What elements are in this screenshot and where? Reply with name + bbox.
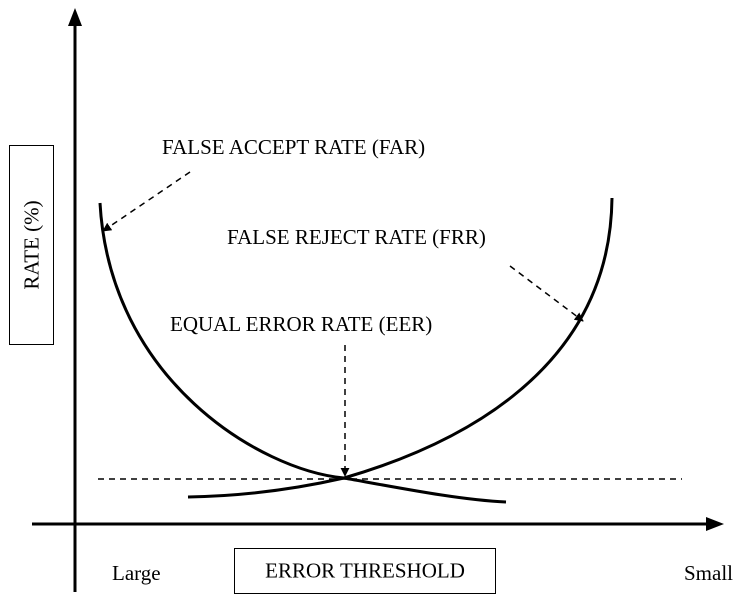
frr-label: FALSE REJECT RATE (FRR) <box>227 225 486 249</box>
y-axis-label-box: RATE (%) <box>9 145 54 345</box>
far-pointer-arrow <box>102 171 191 232</box>
x-axis-arrowhead <box>706 517 724 531</box>
x-axis-label-box: ERROR THRESHOLD <box>234 548 496 594</box>
eer-label: EQUAL ERROR RATE (EER) <box>170 312 433 336</box>
y-axis-label: RATE (%) <box>19 200 43 290</box>
x-axis-right-label: Small <box>684 561 734 585</box>
x-axis-left-label: Large <box>112 561 161 585</box>
frr-pointer-arrow <box>509 265 584 322</box>
y-axis-arrowhead <box>68 8 82 26</box>
far-curve <box>98 202 507 504</box>
far-label: FALSE ACCEPT RATE (FAR) <box>162 135 426 159</box>
x-axis-label: ERROR THRESHOLD <box>265 558 465 583</box>
